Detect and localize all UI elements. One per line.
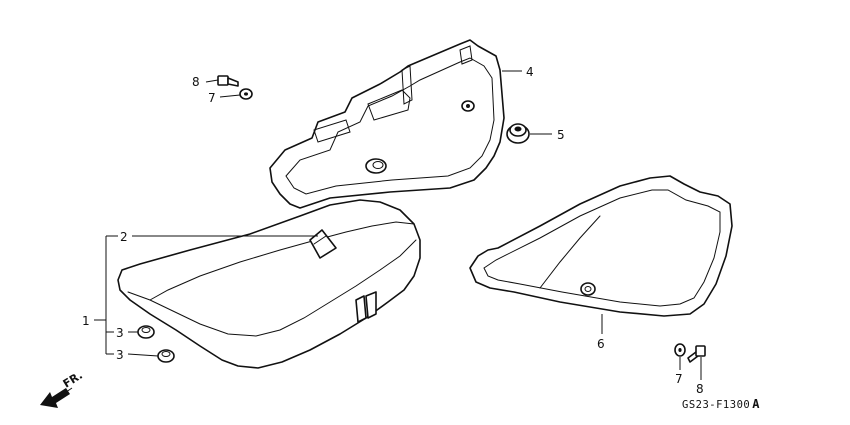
leader-lines xyxy=(94,70,702,380)
front-direction-indicator: FR. xyxy=(40,369,85,408)
callout-4: 4 xyxy=(526,65,534,79)
callout-labels: 8 7 4 5 2 1 3 3 6 7 8 xyxy=(82,65,704,396)
callout-3-upper: 3 xyxy=(116,326,124,340)
callout-6: 6 xyxy=(597,337,605,351)
left-side-cover xyxy=(269,39,505,209)
callout-8-lower: 8 xyxy=(696,382,704,396)
diagram-code-suffix: A xyxy=(752,397,760,411)
bolt-lower xyxy=(687,345,706,363)
grommet xyxy=(506,123,530,144)
arrow-icon xyxy=(40,387,73,408)
callout-7-upper: 7 xyxy=(208,91,216,105)
diagram-code-text: GS23-F1300 xyxy=(682,399,750,411)
washer-lower xyxy=(674,343,686,357)
right-side-cover xyxy=(469,175,733,317)
direction-label: FR. xyxy=(61,369,85,391)
seat-damper-lower xyxy=(157,349,175,363)
seat-damper-upper xyxy=(137,325,155,339)
bolt-upper xyxy=(217,75,239,87)
callout-5: 5 xyxy=(557,128,565,142)
callout-8-upper: 8 xyxy=(192,75,200,89)
seat xyxy=(117,199,421,369)
callout-7-lower: 7 xyxy=(675,372,683,386)
washer-upper xyxy=(239,88,253,100)
callout-2: 2 xyxy=(120,230,128,244)
callout-3-lower: 3 xyxy=(116,348,124,362)
callout-1: 1 xyxy=(82,314,90,328)
